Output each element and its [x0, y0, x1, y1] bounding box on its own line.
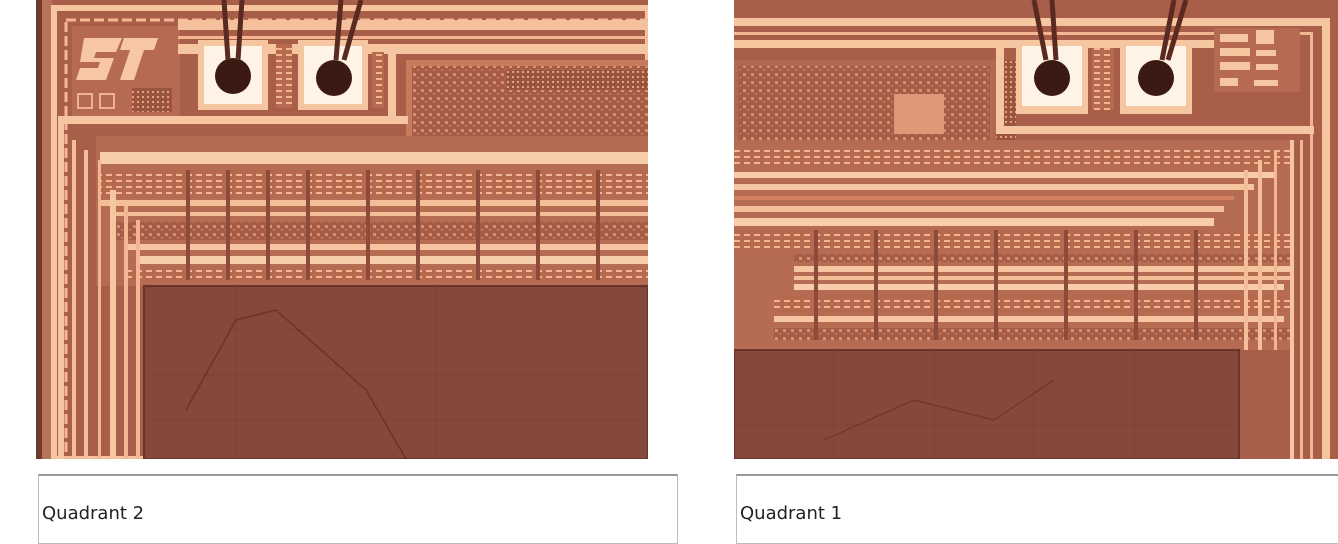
caption-quadrant-1: Quadrant 1 [740, 503, 843, 524]
bond-pad-right [298, 0, 368, 110]
caption-box-quadrant-2: Quadrant 2 [38, 474, 678, 544]
bond-pad-left [1016, 0, 1088, 114]
die-photo-quadrant-1 [734, 0, 1338, 459]
panel-quadrant-1: Quadrant 1 [734, 0, 1338, 544]
bond-pad-left [198, 0, 268, 110]
die-photo-quadrant-2 [36, 0, 648, 459]
caption-box-quadrant-1: Quadrant 1 [736, 474, 1338, 544]
bond-pad-right [1120, 0, 1192, 114]
caption-quadrant-2: Quadrant 2 [42, 503, 145, 524]
st-logo-icon [76, 38, 158, 80]
panel-quadrant-2: Quadrant 2 [36, 0, 678, 544]
